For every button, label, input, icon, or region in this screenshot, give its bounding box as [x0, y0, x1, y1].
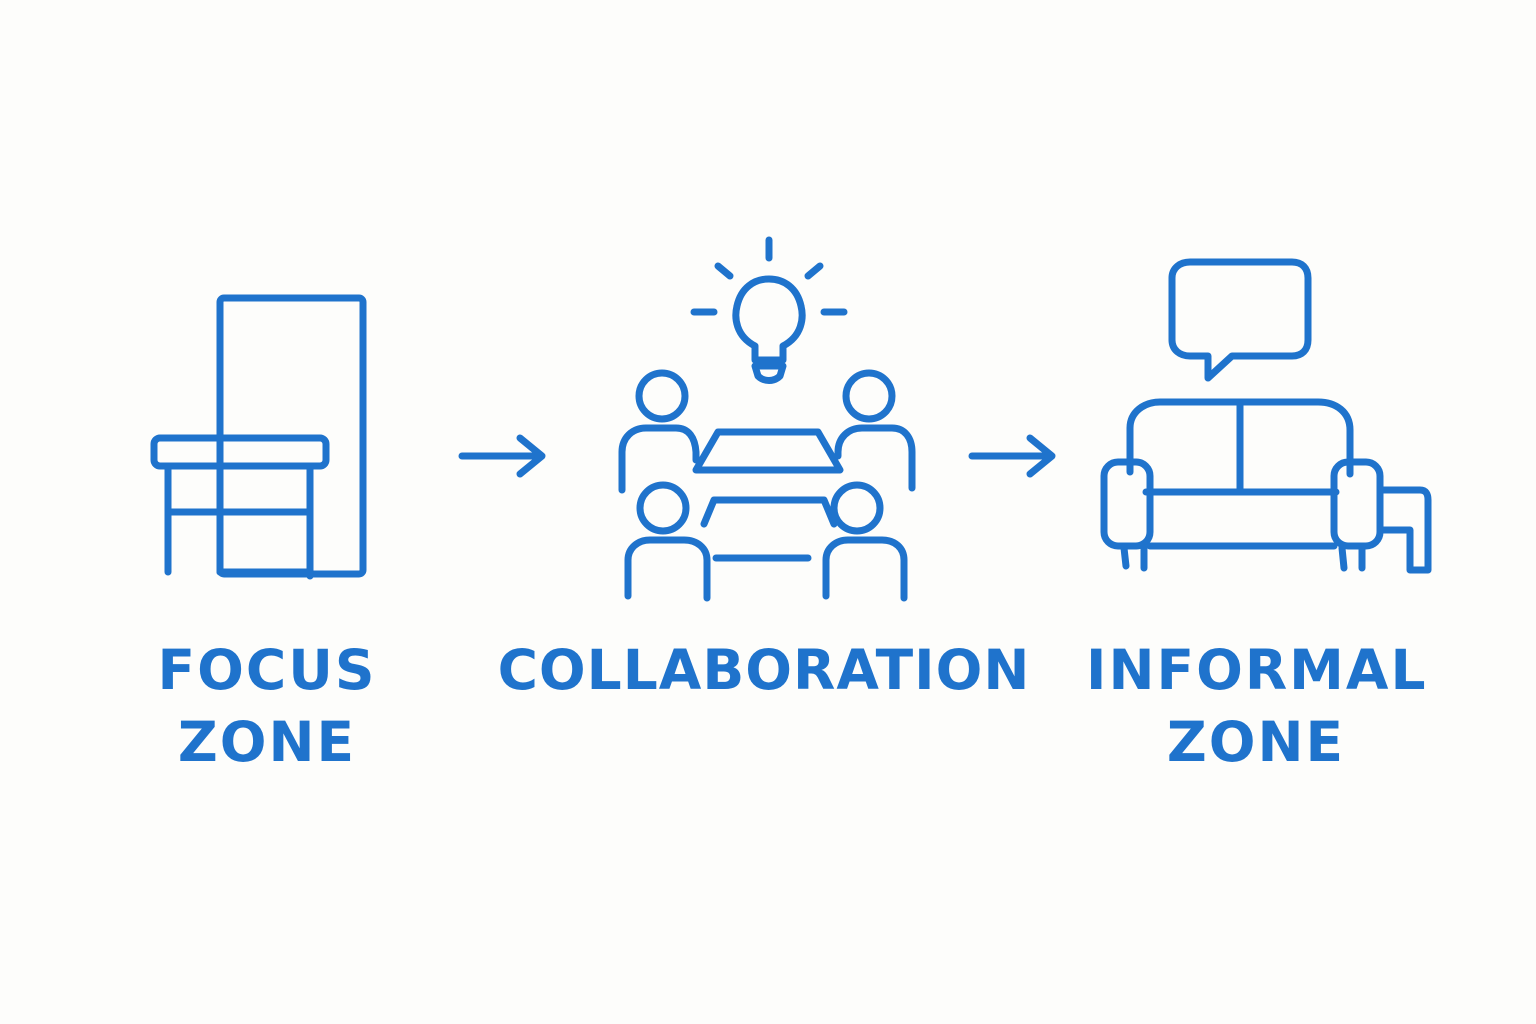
focus-zone-label-line-2: ZONE [177, 710, 357, 774]
desk-icon [150, 294, 367, 580]
lightbulb-icon [690, 236, 848, 384]
informal-zone-label-line-1: INFORMAL [1086, 638, 1428, 702]
focus-zone-label: FOCUS ZONE [137, 634, 397, 778]
meeting-table-icon [618, 236, 916, 602]
collaboration-label-line-1: COLLABORATION [497, 638, 1031, 702]
arrow-right-icon [458, 434, 546, 478]
collaboration-label: COLLABORATION [484, 634, 1044, 706]
sofa-speech-bubble-icon [1100, 258, 1432, 574]
informal-zone-label-line-2: ZONE [1166, 710, 1346, 774]
focus-zone-label-line-1: FOCUS [157, 638, 377, 702]
informal-zone-label: INFORMAL ZONE [1086, 634, 1426, 778]
speech-bubble-icon [1168, 258, 1312, 382]
sofa-icon [1100, 398, 1432, 574]
arrow-right-icon [968, 434, 1056, 478]
